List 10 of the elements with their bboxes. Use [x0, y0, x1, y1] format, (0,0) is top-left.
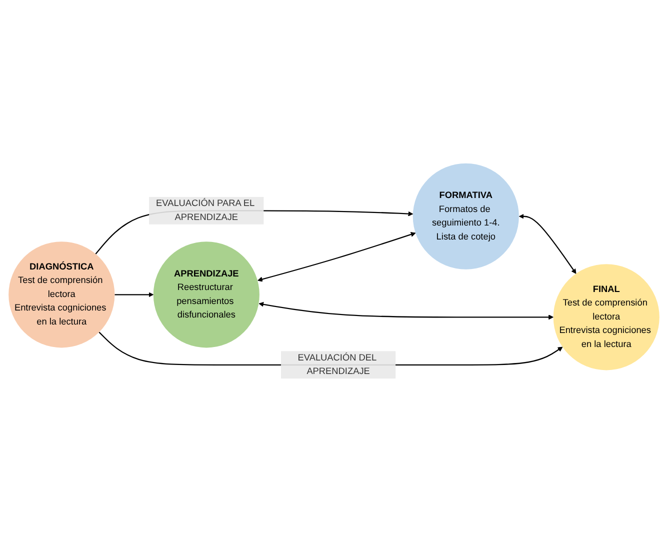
node-circle: FINAL Test de comprensión lectora Entrevista cogniciones en la lectura [553, 264, 660, 370]
arrow [518, 214, 576, 274]
edge-label: EVALUACIÓN DEL APRENDIZAJE [298, 352, 376, 376]
node-circle: FORMATIVA Formatos de seguimiento 1-4. Lista de cotejo [412, 163, 519, 270]
arrow [258, 302, 554, 320]
edge-label: EVALUACIÓN PARA EL APRENDIZAJE [156, 198, 254, 222]
node-circle: DIAGNÓSTICA Test de comprensión lectora Entrevista cogniciones en la lectura [8, 242, 115, 348]
node-circle: APRENDIZAJE Reestructurar pensamientos disfuncionales [153, 242, 260, 348]
arrow [114, 292, 154, 298]
arrow [258, 232, 416, 282]
